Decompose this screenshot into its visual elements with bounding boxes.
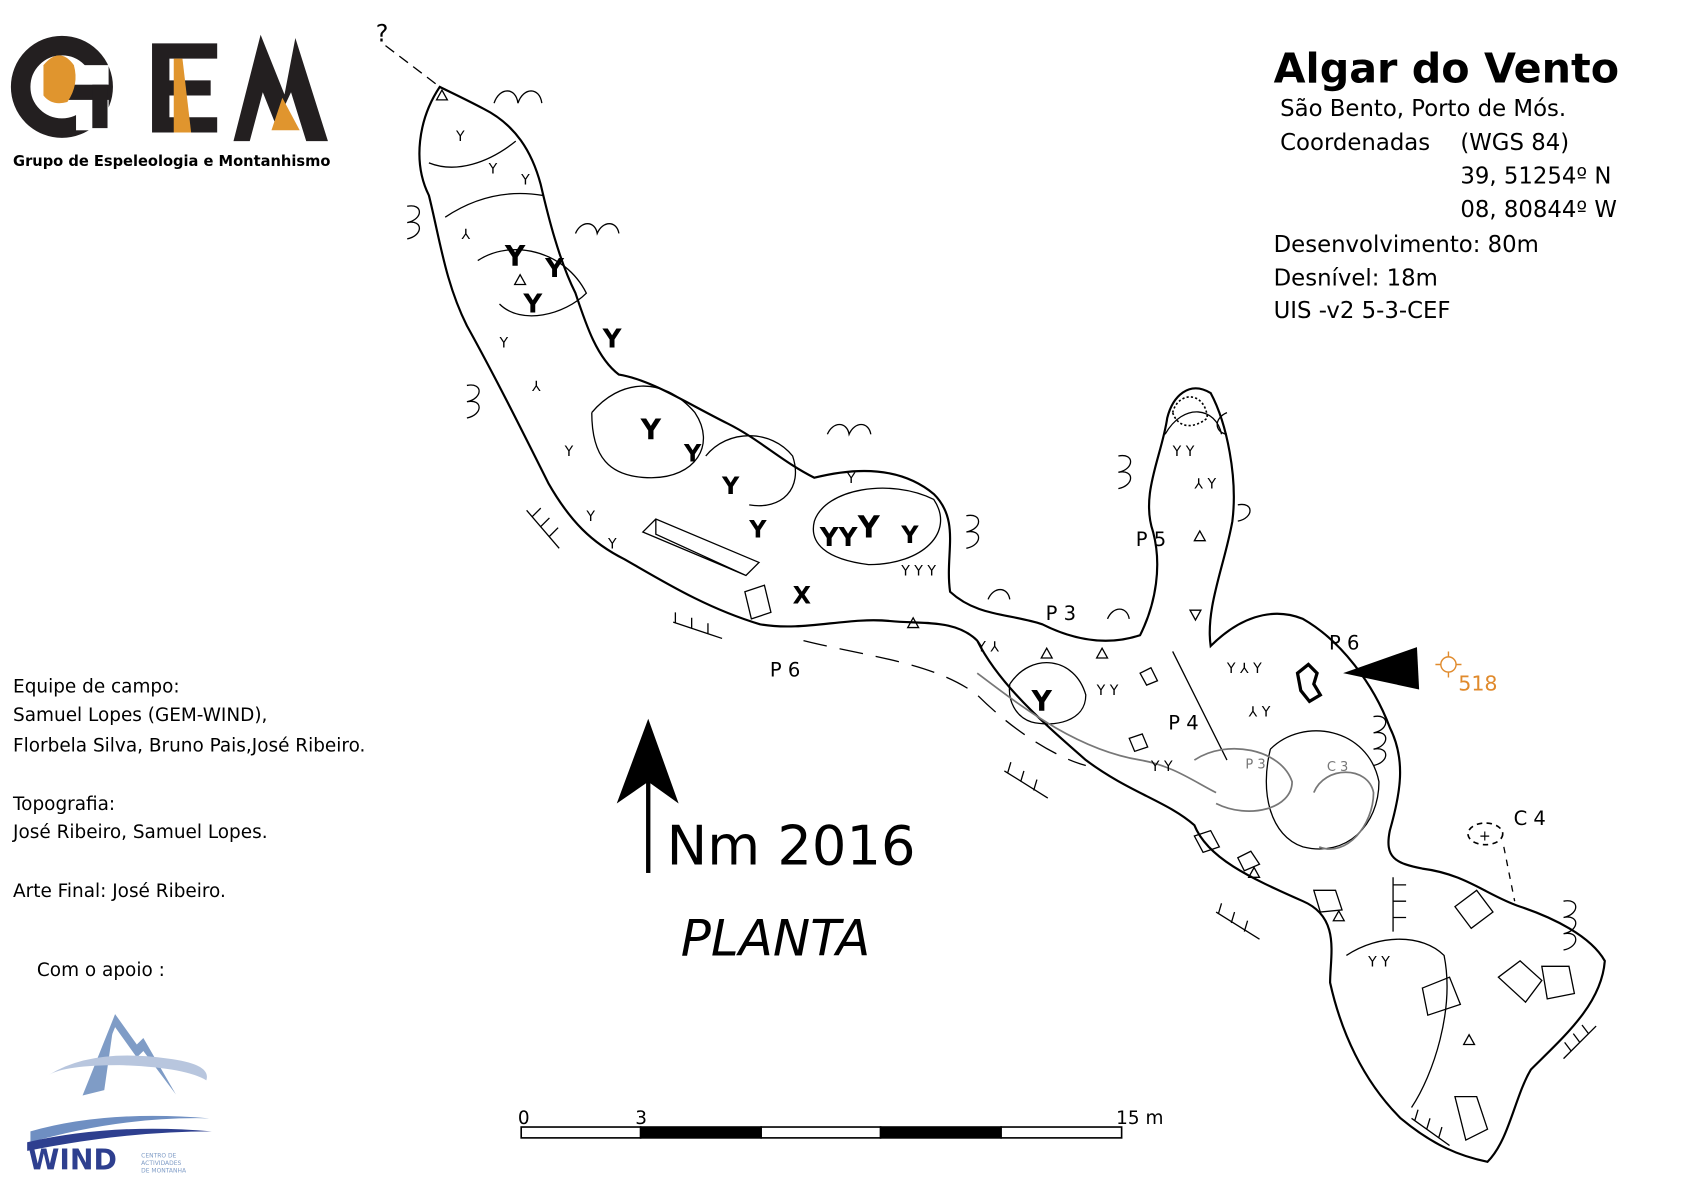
svg-text:Y: Y — [721, 472, 740, 500]
depth: Desnível: 18m — [1274, 266, 1438, 292]
entrance-elevation: 518 — [1458, 672, 1497, 696]
svg-text:+: + — [1479, 828, 1491, 844]
svg-text:Y: Y — [607, 536, 617, 552]
longitude: 08, 80844º W — [1460, 197, 1617, 223]
wind-subtitle-2: ACTIVIDADES — [141, 1160, 181, 1167]
svg-text:⅄ Y: ⅄ Y — [1193, 477, 1216, 493]
svg-text:Y: Y — [748, 515, 767, 543]
cave-title: Algar do Vento — [1274, 45, 1619, 93]
svg-text:Y: Y — [488, 162, 498, 178]
datum: (WGS 84) — [1460, 130, 1569, 156]
label-p4: P 4 — [1168, 712, 1198, 735]
coords-label: Coordenadas — [1280, 130, 1430, 156]
svg-text:Y: Y — [900, 521, 919, 549]
svg-text:⅄ Y: ⅄ Y — [1248, 705, 1271, 721]
svg-text:⅄: ⅄ — [460, 227, 470, 243]
svg-text:Y Y: Y Y — [1096, 683, 1119, 699]
label-p6-east: P 6 — [1329, 631, 1359, 654]
label-p5: P 5 — [1136, 528, 1166, 551]
uis-grade: UIS -v2 5-3-CEF — [1274, 298, 1451, 324]
entrance-arrow-icon — [1343, 647, 1420, 690]
gem-subtitle: Grupo de Espeleologia e Montanhismo — [13, 153, 330, 170]
svg-text:Y ⅄ Y: Y ⅄ Y — [1226, 661, 1262, 677]
credits: Equipe de campo: Samuel Lopes (GEM-WIND)… — [12, 677, 365, 981]
wind-letters: WIND — [28, 1143, 117, 1176]
svg-text:Y: Y — [498, 335, 508, 351]
cave-outline — [418, 85, 1606, 1163]
support-label: Com o apoio : — [37, 960, 165, 981]
label-c3: C 3 — [1327, 760, 1349, 775]
svg-text:Y Y: Y Y — [1172, 444, 1195, 460]
svg-text:Y: Y — [522, 290, 543, 320]
svg-text:⅄: ⅄ — [531, 379, 541, 395]
view-label: PLANTA — [681, 909, 871, 967]
svg-text:Y: Y — [1031, 685, 1053, 718]
svg-text:Y: Y — [504, 240, 526, 273]
development: Desenvolvimento: 80m — [1274, 232, 1539, 258]
svg-text:Y: Y — [564, 444, 574, 460]
svg-text:Y: Y — [857, 510, 881, 545]
elevation-point-icon — [1435, 651, 1462, 678]
svg-text:YY: YY — [819, 523, 859, 553]
north-arrow: Nm 2016 PLANTA — [616, 718, 916, 967]
station-labels: P 6 P 3 P 5 P 6 P 4 P 3 C 3 C 4 — [770, 528, 1546, 830]
svg-text:Y Y: Y Y — [1367, 954, 1390, 970]
gem-logo: Grupo de Espeleologia e Montanhismo — [10, 34, 330, 170]
label-p3: P 3 — [1046, 602, 1076, 625]
svg-text:Y: Y — [640, 414, 662, 447]
svg-text:Y: Y — [846, 471, 856, 487]
scale-bar: 0 3 15 m — [518, 1108, 1163, 1139]
svg-text:Y: Y — [544, 254, 565, 284]
svg-text:Y: Y — [520, 173, 530, 189]
overhang-symbols — [526, 507, 1597, 1147]
wind-logo: WIND CENTRO DE ACTIVIDADES DE MONTANHA — [27, 1014, 212, 1176]
svg-text:Y Y: Y Y — [1150, 759, 1173, 775]
label-p3-gray: P 3 — [1245, 758, 1265, 773]
final-art: Arte Final: José Ribeiro. — [13, 881, 226, 902]
survey-names: José Ribeiro, Samuel Lopes. — [12, 822, 268, 843]
north-arrow-icon — [616, 718, 679, 804]
title-block: Algar do Vento São Bento, Porto de Mós. … — [1274, 45, 1619, 325]
svg-text:Y: Y — [585, 509, 595, 525]
field-team-label: Equipe de campo: — [13, 677, 180, 698]
survey-label: Topografia: — [12, 794, 115, 815]
unsurveyed-dashed-line — [385, 45, 441, 88]
label-p6-west: P 6 — [770, 658, 800, 681]
unknown-continuation-marker: ? — [376, 19, 389, 47]
svg-text:Y: Y — [683, 439, 702, 467]
scale-label-15: 15 m — [1116, 1108, 1163, 1129]
north-label: Nm 2016 — [667, 814, 916, 877]
wind-subtitle-1: CENTRO DE — [141, 1152, 176, 1159]
svg-text:Y Y Y: Y Y Y — [900, 563, 936, 579]
field-team-line-2: Florbela Silva, Bruno Pais,José Ribeiro. — [13, 735, 365, 756]
svg-text:Y ⅄: Y ⅄ — [976, 639, 999, 655]
wind-subtitle-3: DE MONTANHA — [141, 1168, 187, 1175]
field-team-line-1: Samuel Lopes (GEM-WIND), — [13, 705, 267, 726]
scale-label-0: 0 — [518, 1108, 530, 1129]
latitude: 39, 51254º N — [1460, 163, 1611, 189]
svg-text:Y: Y — [602, 324, 623, 354]
location: São Bento, Porto de Mós. — [1280, 96, 1566, 122]
entrance-marker: 518 — [1343, 647, 1498, 696]
svg-text:X: X — [793, 582, 811, 610]
svg-text:Y: Y — [455, 129, 465, 145]
label-c4: C 4 — [1514, 807, 1546, 830]
scale-label-3: 3 — [635, 1108, 647, 1129]
cave-plan: ? YYY ⅄Y⅄ YYY Y Y Y Y Y Y Y — [376, 19, 1606, 1163]
